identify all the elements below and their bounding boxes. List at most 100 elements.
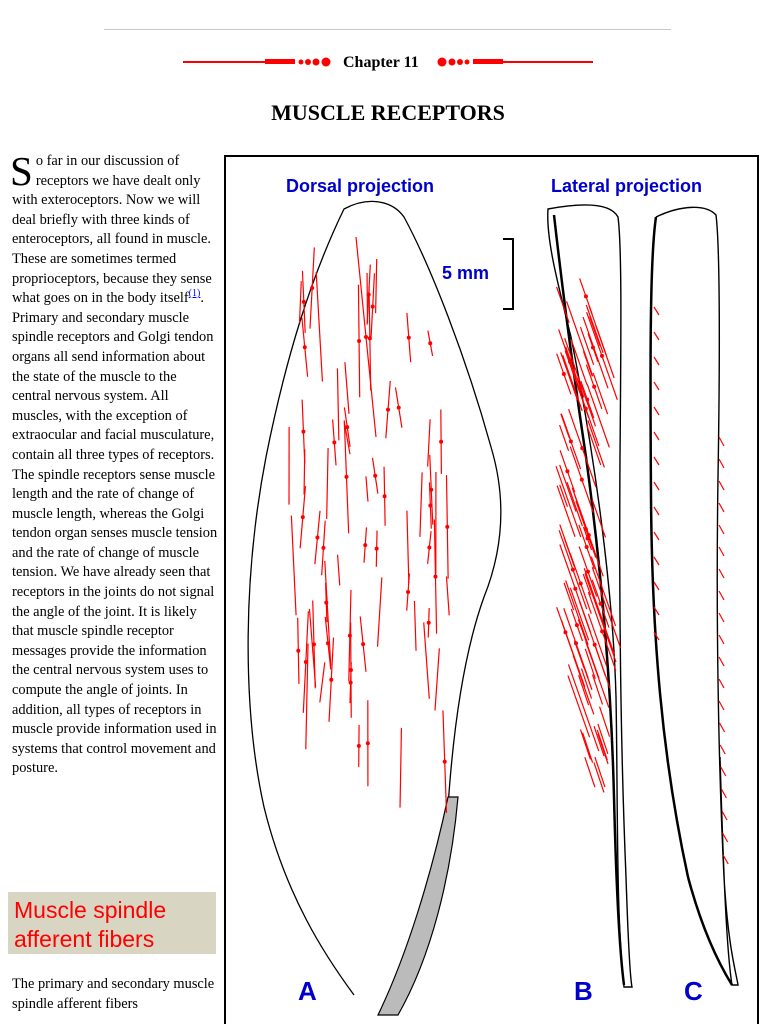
receptor-dot: [332, 440, 336, 444]
receptor-dot: [371, 305, 375, 309]
receptor-line: [291, 516, 296, 616]
receptor-line: [316, 272, 322, 382]
receptor-dot: [357, 339, 361, 343]
receptor-line: [719, 591, 724, 600]
receptor-dot: [407, 336, 411, 340]
receptor-line: [654, 532, 659, 540]
receptor-dot: [568, 360, 572, 364]
receptor-line: [592, 675, 602, 705]
receptor-dot: [427, 546, 431, 550]
receptor-dot: [429, 488, 433, 492]
dorsal-tendon: [378, 797, 458, 1015]
receptor-dot: [302, 300, 306, 304]
receptor-dot: [571, 568, 575, 572]
receptor-line: [583, 317, 608, 388]
receptor-dot: [574, 641, 578, 645]
receptor-line: [586, 305, 603, 353]
receptor-line: [654, 357, 659, 365]
receptor-line: [327, 448, 328, 519]
receptor-line: [654, 507, 659, 515]
panel-label-c: C: [684, 976, 703, 1006]
receptor-dot: [345, 425, 349, 429]
receptor-marks-dorsal: [289, 237, 449, 813]
section-heading: Muscle spindle afferent fibers: [8, 892, 216, 954]
receptor-dot: [600, 354, 604, 358]
receptor-dot: [296, 649, 300, 653]
receptor-dot: [397, 406, 401, 410]
receptor-line: [566, 580, 589, 644]
receptor-line: [320, 662, 325, 702]
receptor-line: [720, 745, 725, 754]
receptor-dot: [303, 345, 307, 349]
receptor-dot: [427, 621, 431, 625]
receptor-dot: [580, 478, 584, 482]
banner-line-right: [473, 61, 593, 63]
receptor-line: [378, 577, 382, 646]
top-divider: [104, 29, 671, 30]
receptor-dot: [575, 623, 579, 627]
receptor-line: [587, 384, 609, 447]
chapter-title: Chapter 11: [343, 50, 419, 76]
receptor-line: [654, 482, 659, 490]
receptor-line: [338, 555, 340, 586]
page-title: MUSCLE RECEPTORS: [0, 99, 768, 127]
receptor-line: [579, 675, 589, 705]
receptor-line: [597, 730, 607, 760]
receptor-line: [721, 789, 726, 798]
receptor-line: [420, 472, 422, 537]
receptor-dot: [599, 602, 603, 606]
receptor-line: [366, 476, 368, 501]
receptor-line: [585, 757, 595, 787]
receptor-dot: [361, 642, 365, 646]
lateral-projection-title: Lateral projection: [551, 176, 702, 196]
receptor-line: [564, 583, 574, 610]
receptor-dot: [321, 546, 325, 550]
receptor-dot: [357, 744, 361, 748]
receptor-line: [407, 511, 409, 583]
receptor-line: [337, 368, 338, 440]
receptor-line: [435, 648, 439, 710]
receptor-line: [719, 459, 724, 468]
receptor-line: [400, 728, 401, 808]
receptor-line: [594, 762, 604, 792]
receptor-dot: [301, 515, 305, 519]
receptor-dot: [433, 575, 437, 579]
receptor-line: [376, 259, 377, 313]
muscle-receptor-figure: 5 mm Dorsal projection Lateral projectio…: [224, 155, 759, 1024]
receptor-dot: [573, 587, 577, 591]
scale-bar: [503, 239, 513, 309]
receptor-dot: [344, 475, 348, 479]
receptor-line: [654, 332, 659, 340]
receptor-dot: [586, 570, 590, 574]
receptor-line: [654, 307, 659, 315]
receptor-line: [345, 362, 349, 414]
receptor-dot: [428, 341, 432, 345]
receptor-dot: [329, 678, 333, 682]
receptor-line: [583, 733, 593, 763]
dorsal-projection-title: Dorsal projection: [286, 176, 434, 196]
receptor-dot: [569, 439, 573, 443]
receptor-dot: [592, 385, 596, 389]
receptor-line: [719, 437, 724, 446]
receptor-dot: [367, 293, 371, 297]
receptor-dot: [363, 543, 367, 547]
second-paragraph: The primary and secondary muscle spindle…: [12, 975, 218, 1014]
receptor-line: [719, 569, 724, 578]
receptor-line: [719, 481, 724, 490]
receptor-line: [722, 811, 727, 820]
receptor-line: [719, 503, 724, 512]
receptor-dot: [593, 643, 597, 647]
chapter-banner: Chapter 11: [183, 50, 593, 76]
receptor-line: [720, 723, 725, 732]
receptor-line: [654, 557, 659, 565]
receptor-dot: [579, 582, 583, 586]
receptor-line: [719, 613, 724, 622]
receptor-dot: [580, 446, 584, 450]
receptor-line: [719, 701, 724, 710]
receptor-line: [719, 547, 724, 556]
receptor-dot: [364, 335, 368, 339]
footnote-link[interactable]: (1): [189, 288, 201, 299]
receptor-dot: [406, 590, 410, 594]
receptor-dot: [366, 741, 370, 745]
